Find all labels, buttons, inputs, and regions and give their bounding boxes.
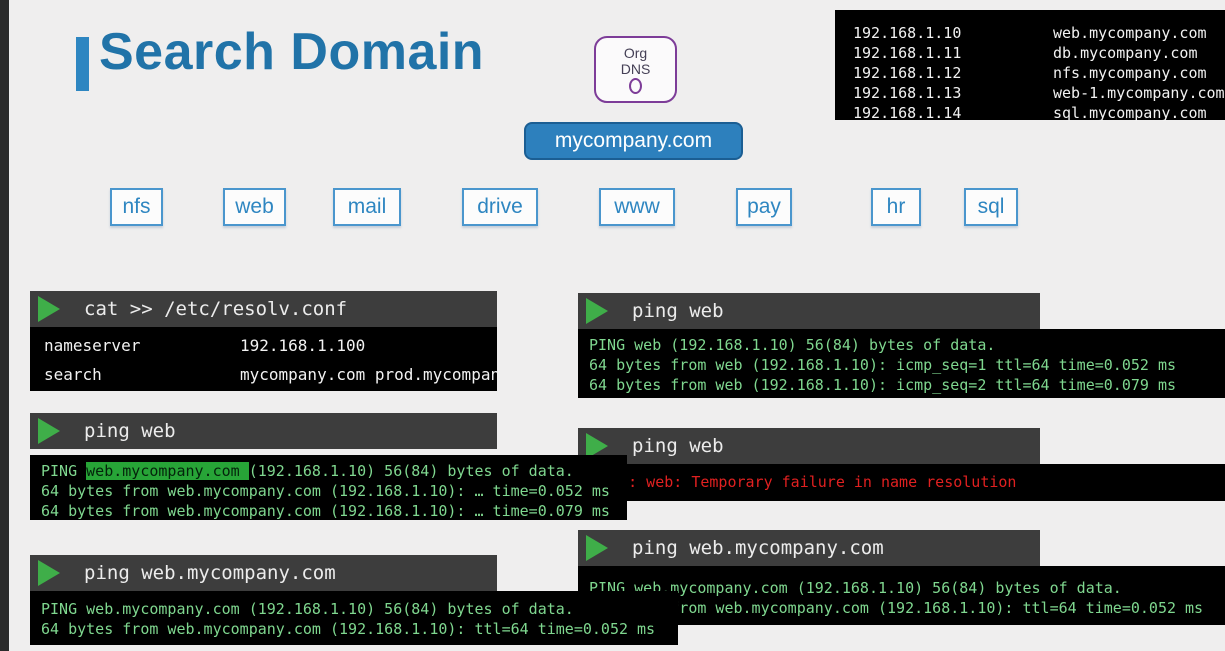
org-dns-node: Org DNS bbox=[594, 36, 677, 103]
terminal-resolv-body: nameserver 192.168.1.100 search mycompany.… bbox=[30, 327, 497, 391]
org-dns-label-line2: DNS bbox=[620, 61, 651, 77]
ip-cell: 192.168.1.14 bbox=[853, 104, 962, 122]
dns-record-row: 192.168.1.14 sql.mycompany.com bbox=[853, 103, 1225, 123]
domain-button: mycompany.com bbox=[524, 122, 743, 160]
terminal-ping-fqdn-right-header: ping web.mycompany.com bbox=[578, 530, 1040, 566]
dns-records-panel: 192.168.1.10 web.mycompany.com 192.168.1.… bbox=[835, 10, 1225, 123]
page-title: Search Domain bbox=[99, 23, 485, 81]
terminal-ping-web-fail-header: ping web bbox=[578, 428, 1040, 464]
line-suffix: (192.168.1.10) 56(84) bytes of data. bbox=[248, 462, 574, 480]
command-label: ping web bbox=[632, 435, 724, 457]
resolv-key: search bbox=[44, 365, 102, 384]
hostname-cell: db.mycompany.com bbox=[1053, 44, 1198, 62]
org-dns-label-line1: Org bbox=[623, 45, 648, 61]
highlighted-hostname: web.mycompany.com bbox=[86, 462, 249, 480]
ip-cell: 192.168.1.10 bbox=[853, 24, 962, 42]
subdomain-box-pay: pay bbox=[736, 188, 792, 226]
ip-cell: 192.168.1.13 bbox=[853, 84, 962, 102]
command-label: ping web bbox=[84, 420, 176, 442]
output-line: 64 bytes from web.mycompany.com (192.168… bbox=[41, 502, 610, 520]
resolv-value: mycompany.com prod.mycompany.com bbox=[240, 365, 497, 384]
prompt-triangle-icon bbox=[586, 298, 608, 324]
title-accent-bar bbox=[76, 37, 89, 91]
terminal-ping-web-expanded-body: PING web.mycompany.com (192.168.1.10) 56… bbox=[30, 455, 627, 520]
terminal-ping-web-ok-body: PING web (192.168.1.10) 56(84) bytes of … bbox=[578, 329, 1225, 398]
terminal-resolv-header: cat >> /etc/resolv.conf bbox=[30, 291, 497, 327]
left-edge-strip bbox=[0, 0, 9, 651]
prompt-triangle-icon bbox=[38, 418, 60, 444]
output-line: PING web.mycompany.com (192.168.1.10) 56… bbox=[41, 600, 574, 618]
terminal-ping-web-ok-header: ping web bbox=[578, 293, 1040, 329]
prompt-triangle-icon bbox=[38, 560, 60, 586]
output-line: PING web.mycompany.com (192.168.1.10) 56… bbox=[41, 461, 627, 481]
output-line: 64 bytes from web.mycompany.com (192.168… bbox=[589, 599, 1204, 617]
subdomain-box-hr: hr bbox=[871, 188, 921, 226]
terminal-ping-web-expanded-header: ping web bbox=[30, 413, 497, 449]
resolv-value: 192.168.1.100 bbox=[240, 336, 366, 355]
command-label: ping web.mycompany.com bbox=[632, 537, 884, 559]
subdomain-box-mail: mail bbox=[333, 188, 401, 226]
dns-record-row: 192.168.1.13 web-1.mycompany.com bbox=[853, 83, 1225, 103]
subdomain-box-sql: sql bbox=[964, 188, 1018, 226]
prompt-triangle-icon bbox=[38, 296, 60, 322]
prompt-triangle-icon bbox=[586, 535, 608, 561]
error-line: ping: web: Temporary failure in name res… bbox=[592, 473, 1017, 491]
terminal-ping-fqdn-right-body: PING web.mycompany.com (192.168.1.10) 56… bbox=[578, 566, 1225, 625]
ip-cell: 192.168.1.11 bbox=[853, 44, 962, 62]
dns-record-row: 192.168.1.10 web.mycompany.com bbox=[853, 23, 1225, 43]
command-label: cat >> /etc/resolv.conf bbox=[84, 298, 348, 320]
command-label: ping web.mycompany.com bbox=[84, 562, 336, 584]
output-line: nameserver 192.168.1.100 bbox=[44, 331, 497, 360]
hostname-cell: web-1.mycompany.com bbox=[1053, 84, 1225, 102]
resolv-key: nameserver bbox=[44, 336, 141, 355]
hostname-cell: nfs.mycompany.com bbox=[1053, 64, 1207, 82]
prompt-triangle-icon bbox=[586, 433, 608, 459]
subdomain-box-nfs: nfs bbox=[110, 188, 163, 226]
output-line: search mycompany.com prod.mycompany.com bbox=[44, 360, 497, 389]
hostname-cell: sql.mycompany.com bbox=[1053, 104, 1207, 122]
command-label: ping web bbox=[632, 300, 724, 322]
line-prefix: PING bbox=[41, 462, 87, 480]
dns-record-row: 192.168.1.12 nfs.mycompany.com bbox=[853, 63, 1225, 83]
hostname-cell: web.mycompany.com bbox=[1053, 24, 1207, 42]
output-line: 64 bytes from web (192.168.1.10): icmp_s… bbox=[589, 376, 1176, 394]
terminal-ping-web-fail-body: ping: web: Temporary failure in name res… bbox=[578, 464, 1225, 501]
subdomain-box-web: web bbox=[223, 188, 286, 226]
ip-cell: 192.168.1.12 bbox=[853, 64, 962, 82]
output-line: PING web.mycompany.com (192.168.1.10) 56… bbox=[589, 579, 1122, 597]
output-line: PING web (192.168.1.10) 56(84) bytes of … bbox=[589, 336, 996, 354]
dns-record-row: 192.168.1.11 db.mycompany.com bbox=[853, 43, 1225, 63]
terminal-ping-fqdn-left-body: PING web.mycompany.com (192.168.1.10) 56… bbox=[30, 591, 678, 645]
output-line: 64 bytes from web.mycompany.com (192.168… bbox=[41, 482, 610, 500]
dns-node-circle-icon bbox=[629, 78, 642, 94]
output-line: 64 bytes from web.mycompany.com (192.168… bbox=[41, 620, 656, 638]
output-line: 64 bytes from web (192.168.1.10): icmp_s… bbox=[589, 356, 1176, 374]
subdomain-box-www: www bbox=[599, 188, 675, 226]
terminal-ping-fqdn-left-header: ping web.mycompany.com bbox=[30, 555, 497, 591]
subdomain-box-drive: drive bbox=[462, 188, 538, 226]
